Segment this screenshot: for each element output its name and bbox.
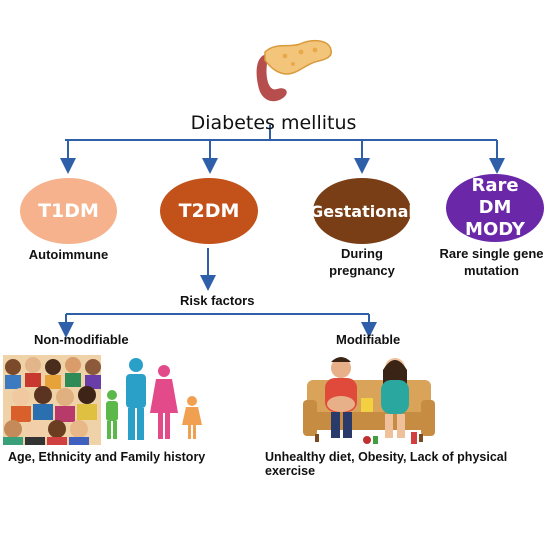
gestational-description: During pregnancy — [329, 246, 395, 278]
non-modifiable-caption: Age, Ethnicity and Family history — [8, 450, 206, 464]
non-modifiable-label: Non-modifiable — [34, 332, 129, 347]
type-t1dm: T1DM — [20, 178, 117, 244]
pancreas-icon — [256, 39, 332, 102]
type-label: Gestational — [310, 201, 414, 221]
type-rare-dm-mody: Rare DM MODY — [446, 174, 544, 242]
family-figures-icon — [106, 358, 202, 440]
couch-people-illustration — [303, 357, 435, 444]
t1dm-description: Autoimmune — [28, 247, 109, 262]
modifiable-caption: Unhealthy diet, Obesity, Lack of physica… — [265, 450, 508, 478]
mody-description: Rare single gene mutation — [439, 246, 544, 278]
crowd-illustration — [3, 355, 101, 445]
type-label: T1DM — [38, 200, 99, 222]
type-label: Rare DM MODY — [465, 175, 525, 240]
type-label: T2DM — [178, 200, 240, 222]
modifiable-label: Modifiable — [336, 332, 401, 347]
type-gestational: Gestational — [310, 178, 414, 244]
risk-factors-label: Risk factors — [180, 293, 255, 308]
type-t2dm: T2DM — [160, 178, 258, 244]
diagram-title: Diabetes mellitus — [190, 112, 357, 134]
